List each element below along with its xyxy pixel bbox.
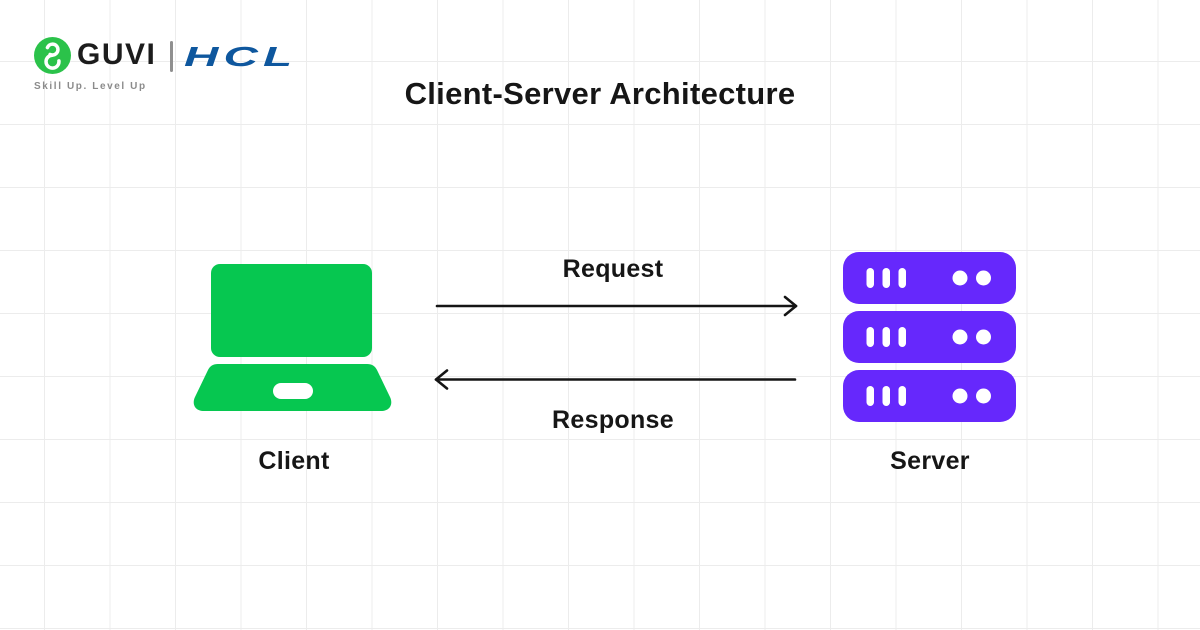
flow-arrows [434, 295, 798, 390]
guvi-logo-icon [34, 37, 71, 74]
laptop-icon [193, 264, 392, 411]
server-unit [843, 311, 1016, 363]
logo-divider [170, 41, 173, 72]
server-stack-icon [843, 252, 1016, 422]
client-label: Client [258, 447, 330, 475]
server-label: Server [890, 447, 970, 475]
hcl-wordmark: HCL [184, 41, 298, 72]
request-label: Request [562, 255, 664, 283]
page-title: Client-Server Architecture [404, 76, 796, 111]
server-unit [843, 252, 1016, 304]
brand-logo: GUVI HCL Skill Up. Level Up [34, 37, 334, 97]
server-unit [843, 370, 1016, 422]
response-label: Response [552, 406, 674, 434]
laptop-trackpad [273, 383, 313, 399]
guvi-wordmark: GUVI [77, 38, 157, 71]
request-arrow [435, 295, 798, 317]
laptop-screen [211, 264, 372, 357]
response-arrow [434, 369, 797, 390]
brand-tagline: Skill Up. Level Up [34, 81, 147, 92]
